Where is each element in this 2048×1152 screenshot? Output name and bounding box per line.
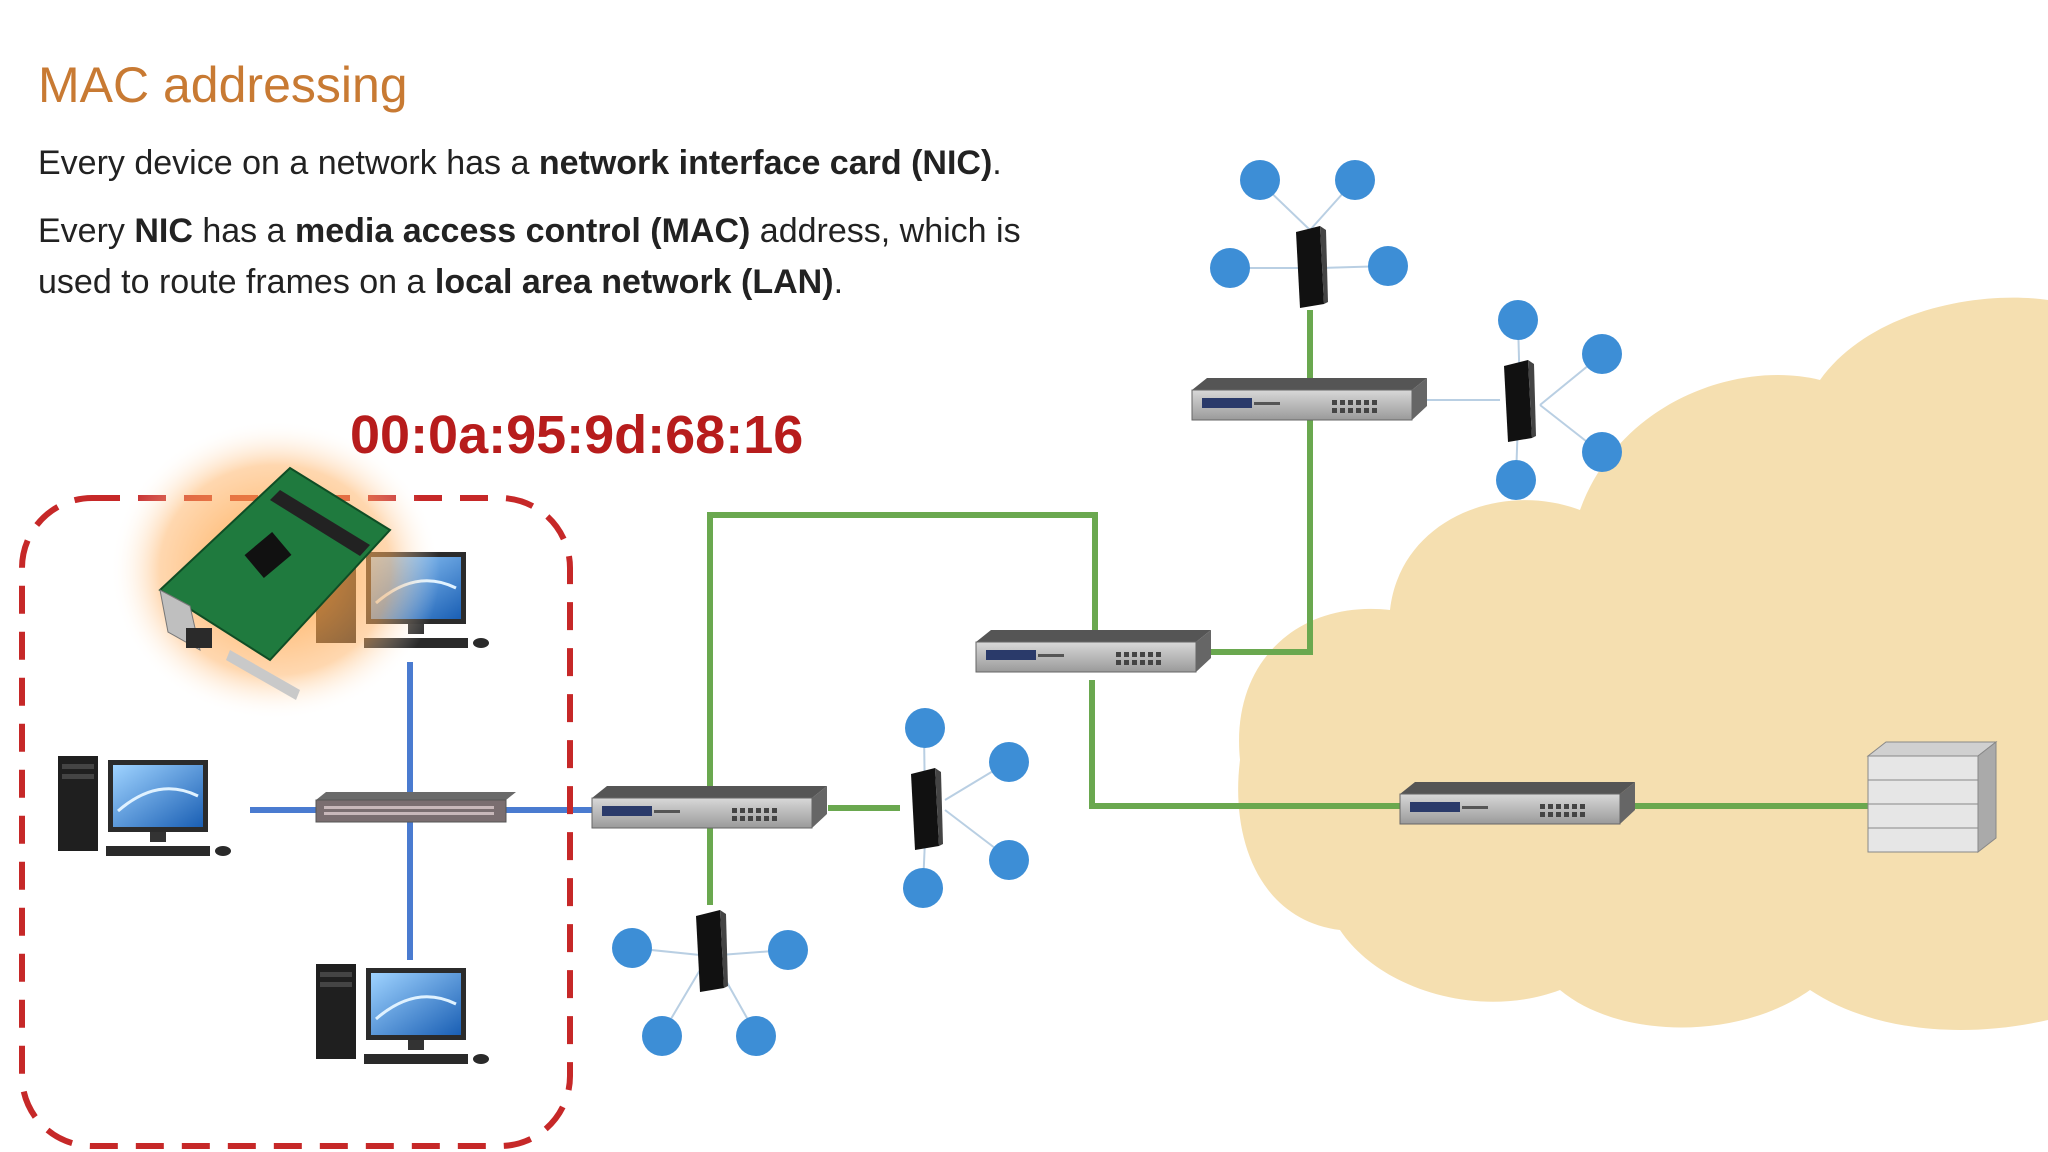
bold-term-lan: local area network (LAN) [434, 263, 834, 301]
mac-address-label: 00:0a:95:9d:68:16 [350, 405, 804, 465]
router-icon [975, 629, 1212, 673]
mac-definition-text: Every NIC has a media access control (MA… [38, 206, 1078, 308]
wireless-access-point-icon [1296, 226, 1328, 308]
nic-definition-text: Every device on a network has a network … [38, 138, 1002, 189]
desktop-computer-icon [56, 754, 233, 858]
slide-title: MAC addressing [38, 57, 408, 113]
bold-term-nic: network interface card (NIC) [538, 144, 993, 182]
router-icon [1399, 781, 1636, 825]
text-segment: Every device on a network has a [38, 144, 539, 182]
router-icon [1191, 377, 1428, 421]
bold-term-mac: media access control (MAC) [295, 212, 751, 250]
cloud-shape [1238, 297, 2048, 1030]
wireless-access-point-icon [696, 910, 728, 992]
wan-links [707, 310, 1870, 905]
router-icon [591, 785, 828, 829]
lan-switch-icon [315, 791, 517, 823]
text-segment: Every [38, 212, 135, 250]
text-segment: . [992, 144, 1002, 182]
text-segment: address, which is used to route frames o… [38, 212, 1021, 301]
wireless-access-point-icon [911, 768, 943, 850]
wireless-access-point-icon [1504, 360, 1536, 442]
text-segment: has a [192, 212, 295, 250]
server-stack-icon [1866, 740, 1998, 854]
desktop-computer-icon [314, 962, 491, 1066]
nic-card-icon [110, 420, 440, 720]
wireless-client-nodes [612, 160, 1622, 1056]
text-segment: . [833, 263, 844, 301]
bold-term-nic-short: NIC [134, 212, 193, 250]
